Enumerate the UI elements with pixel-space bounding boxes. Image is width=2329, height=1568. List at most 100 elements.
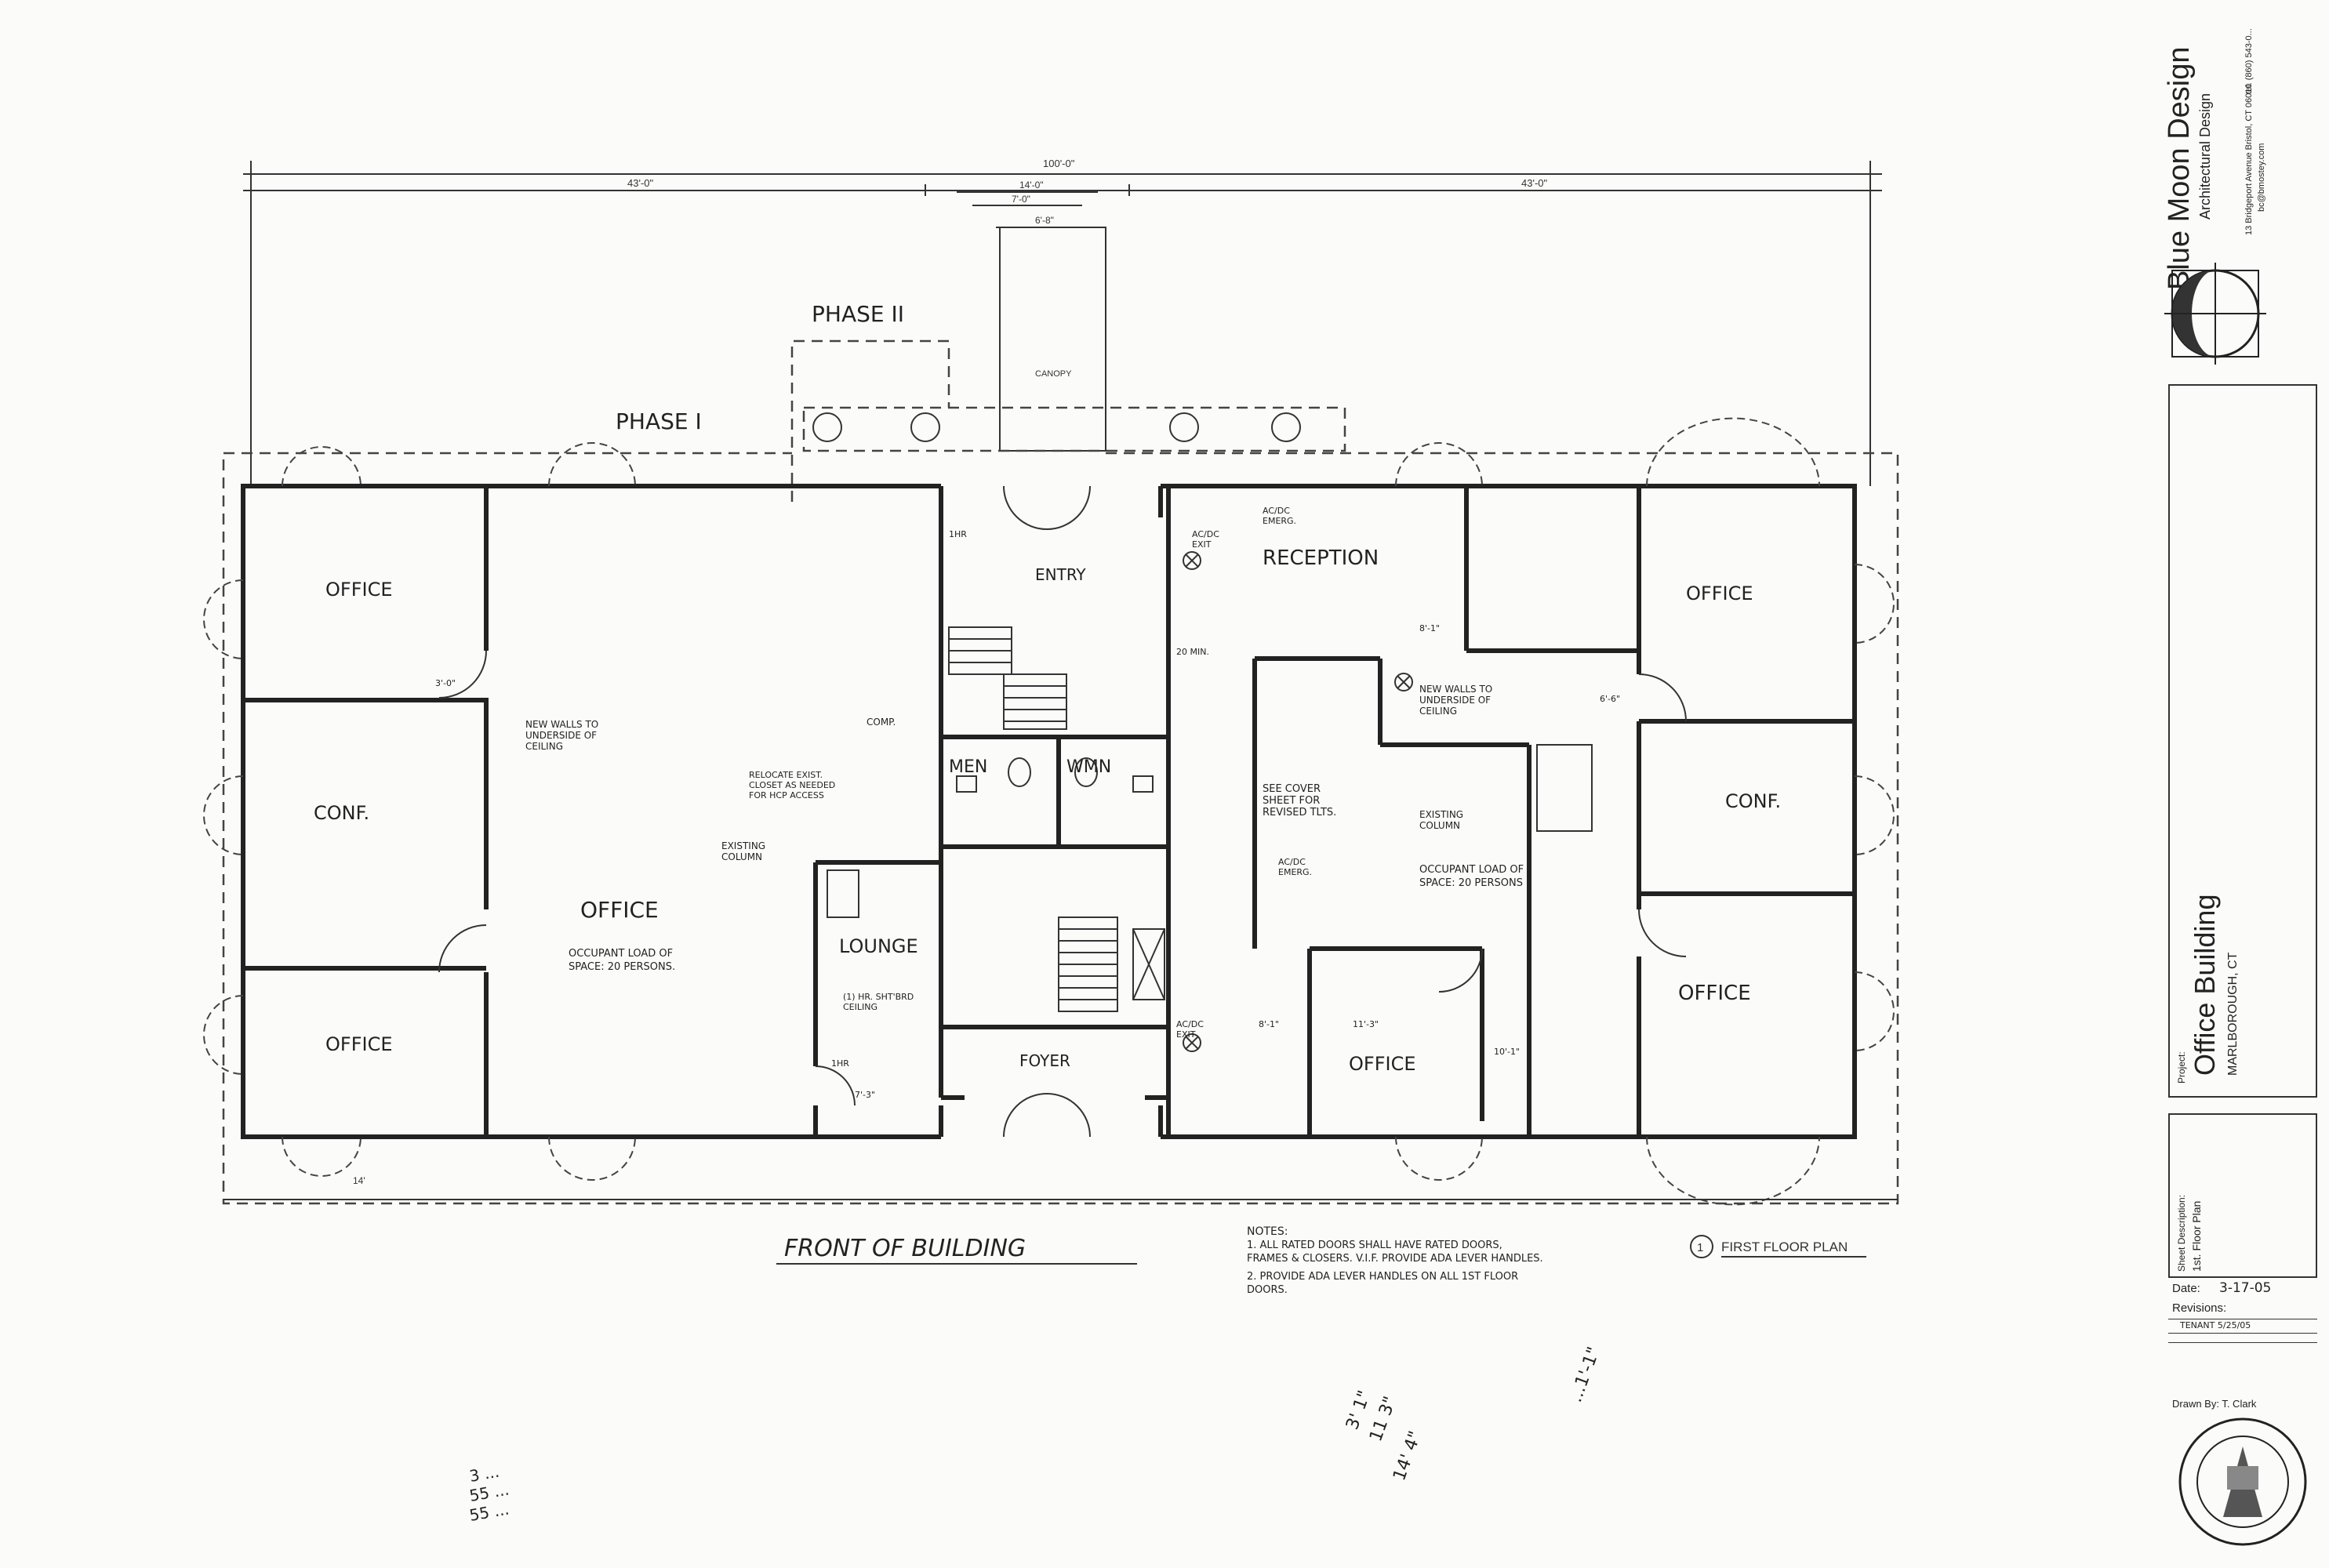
firm-name: Blue Moon Design	[2163, 46, 2196, 290]
dim-small-3: 11'-3"	[1353, 1019, 1379, 1029]
project-label: Project:	[2176, 1051, 2187, 1083]
title-block: Blue Moon Design Architectural Design 13…	[2149, 0, 2329, 1568]
room-office-large: OFFICE	[580, 897, 659, 923]
date-value: 3-17-05	[2219, 1280, 2272, 1296]
canopy-label: CANOPY	[1035, 369, 1072, 379]
note-acdc-emerg-top-1: AC/DC	[1263, 506, 1290, 516]
general-notes: NOTES: 1. ALL RATED DOORS SHALL HAVE RAT…	[1247, 1225, 1543, 1296]
phase-2-label: PHASE II	[812, 301, 904, 327]
firm-tel: tel. (860) 543-0...	[2244, 28, 2254, 94]
note-item-1: 1. ALL RATED DOORS SHALL HAVE RATED DOOR…	[1247, 1240, 1543, 1265]
room-conf-right: CONF.	[1725, 790, 1781, 812]
note-hr-1-top: 1HR	[949, 529, 967, 539]
handwriting-bottom-right: ...1'-1"	[1566, 1345, 1604, 1405]
exit-symbols	[1183, 551, 1413, 1052]
note-acdc-emerg-mid-2: EMERG.	[1278, 867, 1312, 877]
room-foyer: FOYER	[1019, 1051, 1070, 1070]
date-label: Date:	[2172, 1282, 2200, 1295]
room-women: WMN	[1066, 757, 1111, 777]
bottom-dimension: 14'	[223, 1175, 1898, 1200]
sheet-label: Sheet Description:	[2176, 1194, 2187, 1272]
note-relocate-1: RELOCATE EXIST.	[749, 770, 823, 780]
dim-small-7: 3'-0"	[435, 678, 456, 688]
dim-bottom-left: 14'	[353, 1175, 365, 1186]
firm-logo	[2164, 263, 2266, 365]
exterior-walls	[241, 484, 1857, 1139]
firm-web: bc@bmostey.com	[2257, 143, 2266, 212]
room-office-bottom-left: OFFICE	[325, 1033, 393, 1055]
dim-overall: 100'-0"	[1043, 158, 1075, 169]
note-hr-1-lounge: 1HR	[831, 1058, 849, 1069]
note-acdc-exit-top-1: AC/DC	[1192, 529, 1219, 539]
architect-seal	[2178, 1417, 2307, 1546]
canopy-dimensions: 14'-0" 7'-0" 6'-8"	[957, 180, 1106, 228]
dim-left-span: 43'-0"	[627, 177, 654, 189]
firm-panel: Blue Moon Design Architectural Design 13…	[2156, 0, 2321, 368]
interior-walls-right	[1252, 486, 1855, 1137]
note-new-walls-left-3: CEILING	[525, 741, 563, 752]
note-acdc-exit-top-2: EXIT	[1192, 539, 1212, 550]
room-entry: ENTRY	[1035, 565, 1086, 584]
note-new-walls-right-1: NEW WALLS TO	[1419, 684, 1492, 695]
dim-small-2: 6'-6"	[1600, 694, 1620, 704]
revision-1: TENANT 5/25/05	[2180, 1320, 2251, 1330]
overall-dimension-lines: 100'-0" 43'-0" 43'-0"	[243, 158, 1882, 486]
note-relocate-2: CLOSET AS NEEDED	[749, 780, 835, 790]
room-reception: RECEPTION	[1263, 546, 1379, 570]
project-panel: Project: Office Building MARLBOROUGH, CT	[2168, 384, 2317, 1098]
note-one-hr-ceiling-2: CEILING	[843, 1002, 877, 1012]
dim-canopy-outer: 14'-0"	[1019, 180, 1044, 191]
dim-small-1: 8'-1"	[1419, 623, 1440, 633]
note-new-walls-right-2: UNDERSIDE OF	[1419, 695, 1491, 706]
window-arcs	[203, 417, 1895, 1206]
note-existing-column-left-2: COLUMN	[721, 851, 762, 862]
handwriting-bottom-center-3: 14' 4"	[1390, 1428, 1426, 1483]
canopy-columns	[812, 412, 1301, 442]
note-one-hr-ceiling-1: (1) HR. SHT'BRD	[843, 992, 914, 1002]
note-acdc-exit-bottom-1: AC/DC	[1176, 1019, 1204, 1029]
note-item-2: 2. PROVIDE ADA LEVER HANDLES ON ALL 1ST …	[1247, 1271, 1519, 1296]
note-see-cover-2: SHEET FOR	[1263, 795, 1320, 807]
note-existing-column-left-1: EXISTING	[721, 840, 765, 851]
note-rated: 20 MIN.	[1176, 647, 1209, 657]
note-occupant-load-right-2: SPACE: 20 PERSONS	[1419, 877, 1523, 889]
room-office-top-left: OFFICE	[325, 579, 393, 601]
firm-subtitle: Architectural Design	[2197, 93, 2213, 220]
dim-small-5: 10'-1"	[1494, 1047, 1520, 1057]
dim-small-6: 7'-3"	[855, 1090, 875, 1100]
notes-heading: NOTES:	[1247, 1225, 1288, 1238]
room-office-right: OFFICE	[1678, 982, 1751, 1005]
note-occupant-load-right-1: OCCUPANT LOAD OF	[1419, 864, 1524, 876]
drawn-by: Drawn By: T. Clark	[2172, 1398, 2257, 1410]
plan-number: 1	[1697, 1241, 1703, 1254]
front-of-building-label: FRONT OF BUILDING	[776, 1235, 1137, 1265]
handwritten-marks: 3 ... 55 ... 55 ... 3' 1" 11 3" 14' 4" .…	[468, 1345, 1604, 1525]
note-see-cover-1: SEE COVER	[1263, 783, 1321, 795]
note-relocate-3: FOR HCP ACCESS	[749, 790, 824, 800]
note-existing-column-right-1: EXISTING	[1419, 809, 1463, 820]
phase-lines: PHASE II PHASE I	[222, 301, 1899, 1205]
room-conf-left: CONF.	[314, 802, 369, 824]
note-occupant-load-left-2: SPACE: 20 PERSONS.	[569, 961, 675, 973]
room-office-bottom-center: OFFICE	[1349, 1053, 1416, 1075]
note-acdc-emerg-mid-1: AC/DC	[1278, 857, 1306, 867]
dim-canopy-mid: 7'-0"	[1012, 194, 1030, 205]
room-lounge: LOUNGE	[839, 935, 918, 957]
note-acdc-emerg-top-2: EMERG.	[1263, 516, 1296, 526]
room-men: MEN	[949, 757, 987, 777]
sheet-description: 1st. Floor Plan	[2190, 1200, 2203, 1272]
interior-walls-core	[939, 485, 1171, 1138]
room-office-top-right: OFFICE	[1686, 583, 1753, 604]
plan-title-text: FIRST FLOOR PLAN	[1721, 1240, 1848, 1254]
revisions-label: Revisions:	[2172, 1301, 2227, 1315]
note-occupant-load-left-1: OCCUPANT LOAD OF	[569, 948, 673, 960]
project-location: MARLBOROUGH, CT	[2226, 952, 2240, 1076]
firm-address: 13 Bridgeport Avenue Bristol, CT 06010	[2244, 83, 2254, 235]
plan-annotations: NEW WALLS TO UNDERSIDE OF CEILING NEW WA…	[435, 506, 1620, 1100]
dim-small-4: 8'-1"	[1259, 1019, 1279, 1029]
dim-right-span: 43'-0"	[1521, 177, 1548, 189]
note-acdc-exit-bottom-2: EXIT	[1176, 1029, 1196, 1040]
front-of-building-text: FRONT OF BUILDING	[784, 1235, 1026, 1262]
